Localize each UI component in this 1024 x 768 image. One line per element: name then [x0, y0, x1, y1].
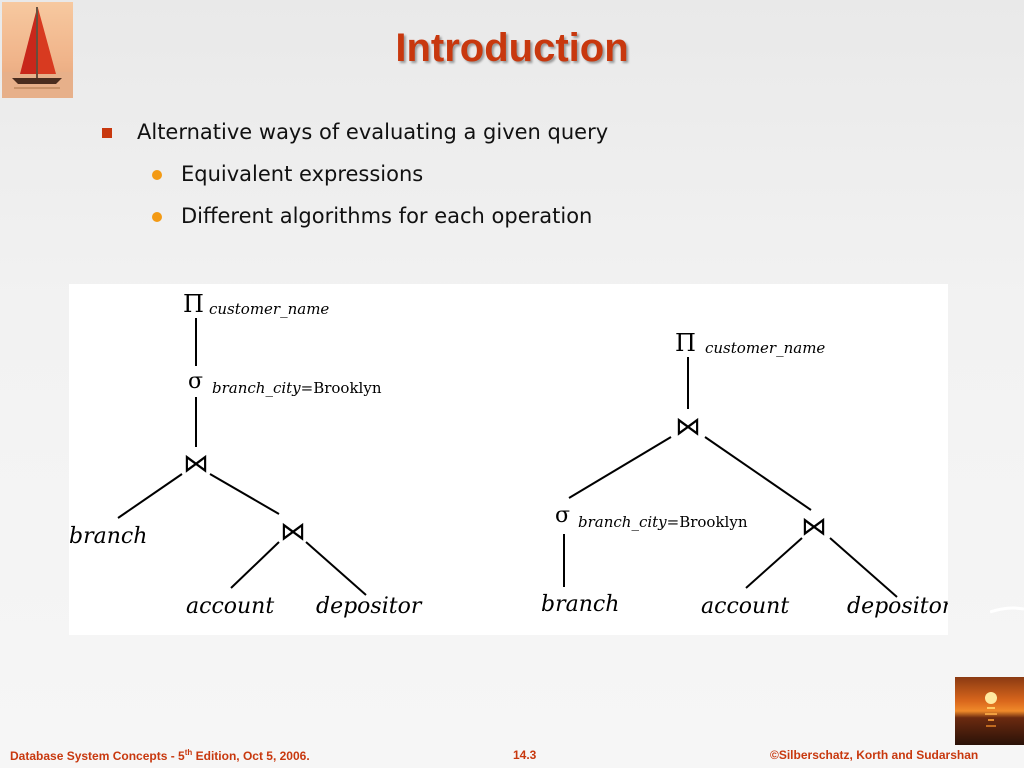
- footer-left-pre: Database System Concepts - 5: [10, 749, 185, 763]
- left-selection-symbol: σ: [188, 369, 203, 394]
- left-selection-pred: branch_city=Brooklyn: [212, 379, 382, 397]
- right-projection-attr: customer_name: [705, 339, 825, 357]
- slide-title: Introduction: [395, 26, 629, 70]
- square-bullet-icon: [102, 128, 112, 138]
- left-selection-attr: branch_city: [212, 379, 301, 397]
- right-projection-symbol: Π: [675, 329, 696, 357]
- right-leaf-depositor: depositor: [847, 594, 948, 619]
- left-selection-op: =Brooklyn: [301, 379, 382, 397]
- right-selection-pred: branch_city=Brooklyn: [578, 513, 748, 531]
- left-join-icon: ⋈: [183, 449, 209, 479]
- right-selection-symbol: σ: [555, 503, 570, 528]
- right-leaf-branch: branch: [541, 592, 619, 617]
- left-leaf-branch: branch: [69, 524, 147, 549]
- footer-left: Database System Concepts - 5th Edition, …: [10, 748, 310, 763]
- left-leaf-depositor: depositor: [316, 594, 423, 619]
- decorative-swoosh: [989, 600, 1024, 620]
- bullet-sub-text: Equivalent expressions: [181, 162, 424, 186]
- footer-left-post: Edition, Oct 5, 2006.: [192, 749, 310, 763]
- right-join2-icon: ⋈: [801, 512, 827, 542]
- footer-right: ©Silberschatz, Korth and Sudarshan: [770, 748, 979, 762]
- sunset-image: [955, 677, 1024, 745]
- left-projection-attr: customer_name: [209, 300, 329, 318]
- dot-bullet-icon: [152, 212, 162, 222]
- dot-bullet-icon: [152, 170, 162, 180]
- left-join2-icon: ⋈: [280, 517, 306, 547]
- left-projection-symbol: Π: [183, 290, 204, 318]
- left-leaf-account: account: [186, 594, 274, 619]
- right-leaf-account: account: [701, 594, 789, 619]
- bullet-main-text: Alternative ways of evaluating a given q…: [137, 120, 609, 144]
- right-selection-op: =Brooklyn: [667, 513, 748, 531]
- query-tree-figure: Π customer_name σ branch_city=Brooklyn ⋈…: [69, 284, 948, 635]
- bullet-sub-text: Different algorithms for each operation: [181, 204, 593, 228]
- footer-left-sup: th: [184, 748, 193, 757]
- footer-page-number: 14.3: [513, 748, 537, 762]
- sailboat-logo: [2, 2, 73, 98]
- right-join-icon: ⋈: [675, 412, 701, 442]
- right-selection-attr: branch_city: [578, 513, 667, 531]
